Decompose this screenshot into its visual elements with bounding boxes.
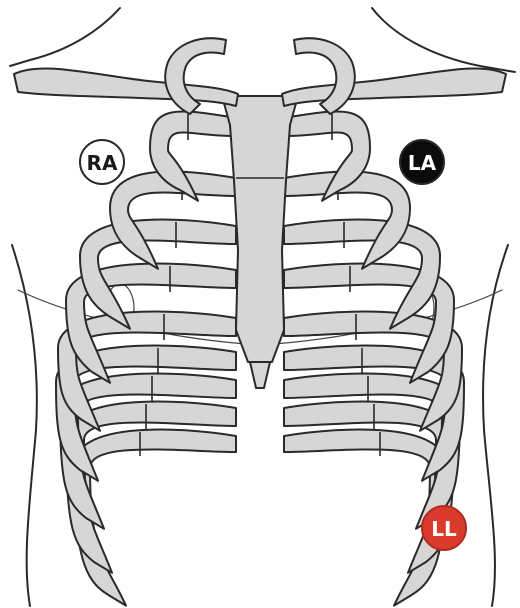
electrode-ra-label: RA xyxy=(87,151,118,175)
electrode-ra: RA xyxy=(80,140,124,184)
clavicle-left xyxy=(14,68,238,106)
neck-left-line xyxy=(10,8,120,66)
electrode-la-label: LA xyxy=(408,151,437,175)
left-ribs xyxy=(56,111,236,605)
torso-left-line xyxy=(12,245,37,606)
electrode-ll: LL xyxy=(422,506,466,550)
right-rib-8 xyxy=(284,401,454,572)
neck-right-line xyxy=(372,8,515,72)
electrode-ll-label: LL xyxy=(431,517,457,541)
torso-right-line xyxy=(483,245,508,606)
left-rib-8 xyxy=(66,401,236,572)
electrode-la: LA xyxy=(400,140,444,184)
xiphoid-process xyxy=(250,362,270,388)
clavicle-right xyxy=(282,68,506,106)
